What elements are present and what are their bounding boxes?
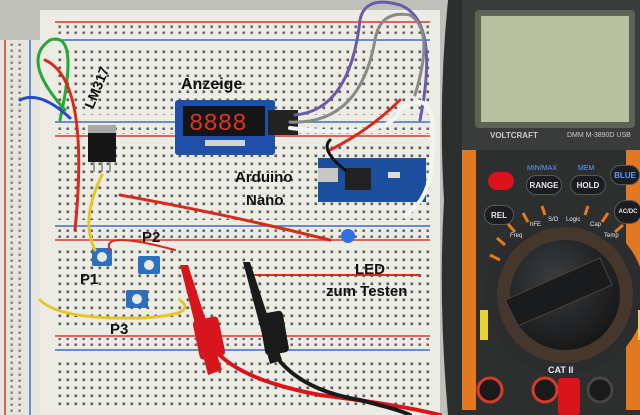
minmax-caption: MIN/MAX (527, 165, 557, 172)
label-p1: P1 (80, 271, 99, 288)
power-button[interactable] (488, 172, 514, 190)
multimeter (441, 0, 640, 415)
arduino-nano-board (318, 158, 426, 202)
test-led (341, 229, 355, 243)
range-button[interactable]: RANGE (526, 175, 562, 195)
dial-legend-hfe: hFE (530, 222, 542, 228)
hold-button[interactable]: HOLD (570, 175, 606, 195)
label-arduino: Arduino (235, 169, 293, 186)
multimeter-lcd (481, 16, 629, 122)
mem-caption: MEM (578, 165, 595, 172)
terminal-v-jack[interactable] (586, 376, 614, 404)
red-probe-plug (558, 378, 580, 415)
terminal-com-jack[interactable] (531, 376, 559, 404)
lm317-regulator (88, 125, 116, 172)
label-nano: Nano (246, 192, 284, 209)
label-led: LED (355, 261, 385, 278)
dial-legend-temp: Temp (604, 233, 619, 239)
rel-button[interactable]: REL (484, 205, 514, 225)
multimeter-model: DMM M-3890D USB (567, 132, 631, 139)
cat-rating: CAT II (548, 365, 574, 375)
dial-legend-freq: Freq (510, 233, 523, 239)
seven-segment-display-module: 8888 (175, 100, 298, 155)
blue-button[interactable]: BLUE (610, 165, 640, 185)
label-p3: P3 (110, 321, 129, 338)
dial-legend-so: S/O (548, 217, 559, 223)
label-anzeige: Anzeige (181, 76, 243, 93)
label-zum-testen: zum Testen (326, 283, 408, 300)
svg-text:8888: 8888 (189, 111, 247, 138)
ac-dc-button[interactable]: AC/DC (614, 200, 640, 224)
multimeter-brand: VOLTCRAFT (490, 131, 538, 140)
wiring (18, 0, 442, 415)
dial-legend-logic: Logic (566, 217, 581, 223)
terminal-a-jack[interactable] (476, 376, 504, 404)
black-test-clip (243, 262, 289, 364)
lower-terminal-strip (55, 248, 430, 328)
red-test-clip (180, 265, 226, 375)
dial-legend-cap: Cap (590, 222, 602, 228)
label-p2: P2 (142, 229, 161, 246)
